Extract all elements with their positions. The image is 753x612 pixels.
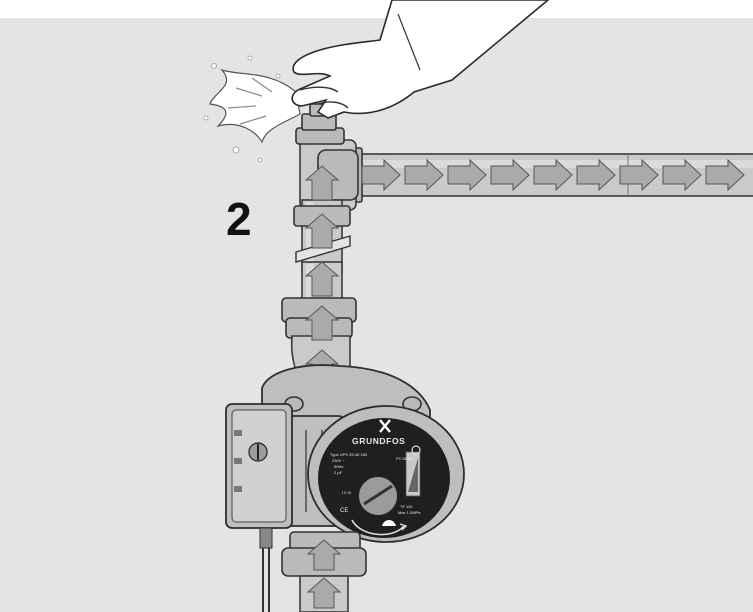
flow-arrows-horizontal [361, 158, 745, 192]
flow-arrow [490, 158, 530, 192]
frequency-label: 50Hz [334, 464, 343, 469]
terminal-box [225, 403, 293, 529]
flow-arrow [304, 305, 340, 341]
voltage-label: 230V ~ [332, 458, 345, 463]
flow-arrows-outlet [306, 539, 342, 609]
flow-arrow [447, 158, 487, 192]
model-line: Type UPS 25-40 180 [330, 452, 368, 457]
flow-arrow [576, 158, 616, 192]
air-spray [203, 55, 301, 163]
temp-class: TF 110 [400, 504, 413, 509]
flow-arrow [533, 158, 573, 192]
speed-label: I II III [342, 490, 351, 495]
flow-arrow [306, 539, 342, 571]
flow-arrow [306, 577, 342, 609]
capacitor-label: 2 µF [334, 470, 343, 475]
flow-arrow [619, 158, 659, 192]
flow-arrow [304, 165, 340, 201]
flow-arrow [361, 158, 401, 192]
power-cable [259, 527, 273, 612]
product-code: PC:0638 [396, 456, 412, 461]
flow-arrow [304, 213, 340, 249]
step-number: 2 [226, 193, 252, 245]
flow-arrow [662, 158, 702, 192]
flow-arrow [705, 158, 745, 192]
pump-head [307, 405, 465, 543]
flow-arrow [304, 261, 340, 297]
hand [291, 0, 550, 119]
max-pressure: Max 1.0MPa [398, 510, 421, 515]
ce-mark: CE [340, 508, 348, 514]
brand-label: GRUNDFOS [352, 436, 405, 446]
flow-arrow [404, 158, 444, 192]
